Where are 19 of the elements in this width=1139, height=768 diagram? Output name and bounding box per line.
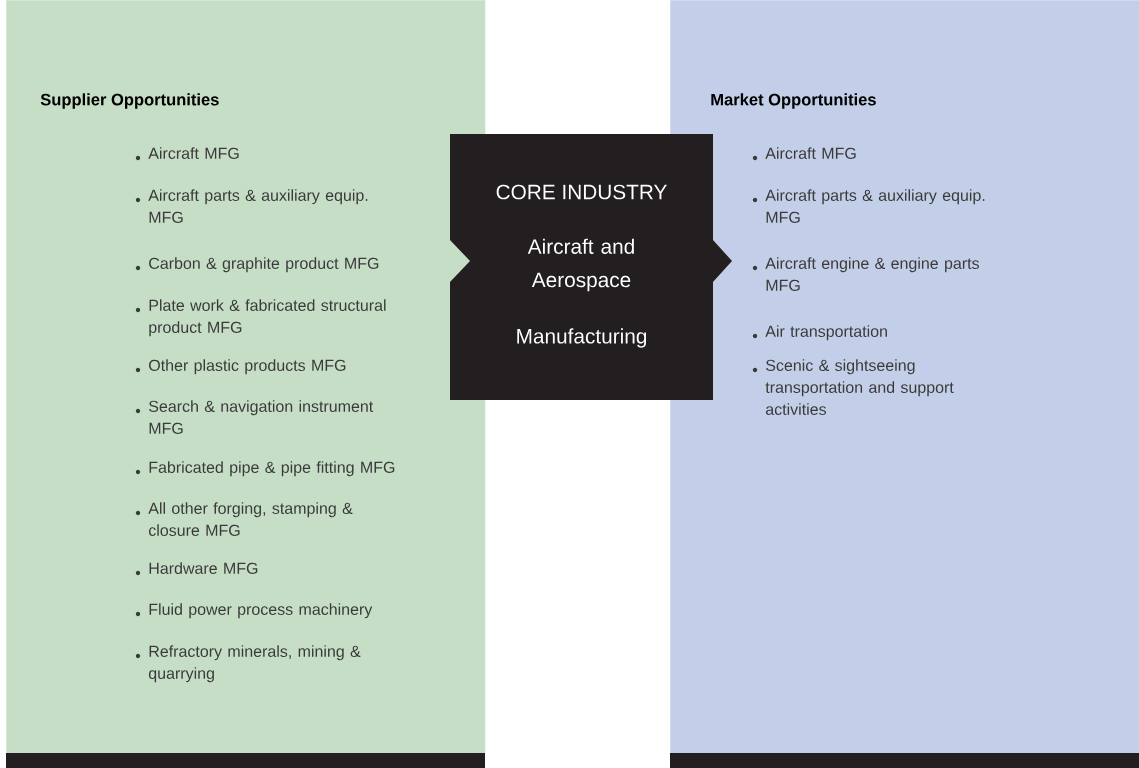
bullet-item: Fabricated pipe & pipe fitting MFG bbox=[135, 461, 395, 477]
bullet-item: Fluid power process machinery bbox=[135, 603, 373, 619]
bullet-item: Aircraft MFG bbox=[135, 147, 239, 161]
panel-heading: Supplier Opportunities bbox=[40, 93, 219, 109]
panel-heading: Market Opportunities bbox=[711, 93, 876, 109]
core-box: CORE INDUSTRY Aircraft and Aerospace Manufacturing bbox=[450, 134, 732, 400]
bullet-item: Scenic & sightseeing transportation and support activities bbox=[752, 359, 954, 415]
bullet-item: Hardware MFG bbox=[135, 562, 258, 576]
bullet-item: Aircraft parts & auxiliary equip. MFG bbox=[135, 189, 368, 223]
bullet-item: Other plastic products MFG bbox=[135, 359, 346, 375]
bullet-item: Aircraft MFG bbox=[752, 147, 856, 161]
bullet-item: Aircraft parts & auxiliary equip. MFG bbox=[752, 189, 985, 223]
bullet-item: Plate work & fabricated structural product MFG bbox=[135, 299, 386, 337]
bullet-item: Refractory minerals, mining & quarrying bbox=[135, 645, 361, 683]
bullet-item: Search & navigation instrument MFG bbox=[135, 400, 374, 434]
bullet-item: Carbon & graphite product MFG bbox=[135, 257, 379, 273]
bullet-item: All other forging, stamping & closure MFG bbox=[135, 502, 353, 536]
bullet-item: Air transportation bbox=[752, 325, 887, 341]
bullet-item: Aircraft engine & engine parts MFG bbox=[752, 257, 979, 291]
